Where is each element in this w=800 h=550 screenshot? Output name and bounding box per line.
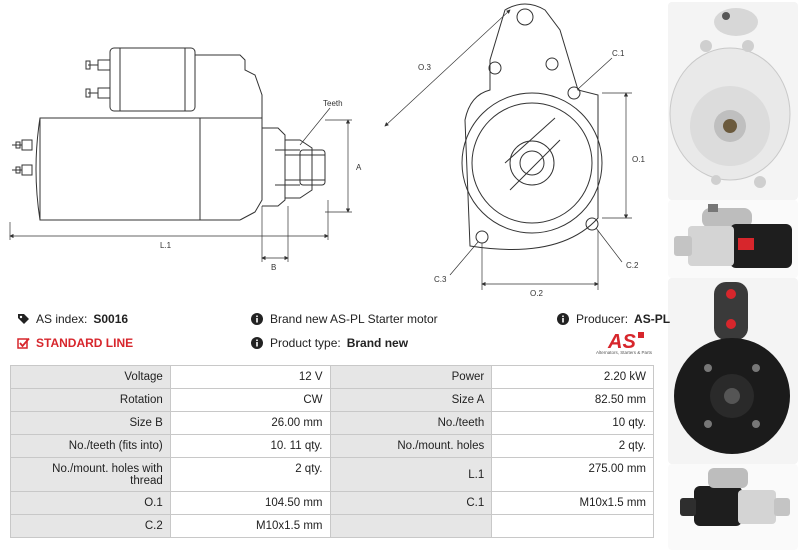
spec-value: 104.50 mm	[169, 491, 331, 515]
spec-label: C.2	[10, 514, 171, 538]
producer-value: AS-PL	[634, 312, 671, 326]
spec-label: Size A	[329, 388, 493, 412]
spec-label: No./mount. holes	[329, 434, 493, 458]
spec-value: 10. 11 qty.	[169, 434, 331, 458]
spec-label: L.1	[329, 457, 493, 492]
spec-value: 12 V	[169, 365, 331, 389]
dim-c2-label: C.2	[626, 261, 639, 270]
spec-value: M10x1.5 mm	[169, 514, 331, 538]
table-row: Voltage 12 V Power 2.20 kW	[10, 365, 654, 389]
side-view-dimensions	[9, 107, 352, 262]
spec-label: Rotation	[10, 388, 171, 412]
as-index-label: AS index:	[36, 312, 88, 326]
specifications-table: Voltage 12 V Power 2.20 kW Rotation CW S…	[10, 365, 654, 538]
as-index: AS index: S0016	[16, 312, 128, 326]
spec-value: 26.00 mm	[169, 411, 331, 435]
logo-text: AS	[607, 331, 636, 352]
table-row: Size B 26.00 mm No./teeth 10 qty.	[10, 411, 654, 435]
dim-c1-label: C.1	[612, 49, 625, 58]
technical-drawing: Teeth A B L.1 O.3 C.1 O.1 C.3 C.2 O.2	[9, 3, 645, 298]
producer-info: Producer: AS-PL	[556, 312, 670, 326]
spec-value: 2 qty.	[491, 434, 654, 458]
spec-label: No./teeth	[329, 411, 493, 435]
table-row: O.1 104.50 mm C.1 M10x1.5 mm	[10, 491, 654, 515]
info-icon	[556, 312, 570, 326]
spec-value: M10x1.5 mm	[491, 491, 654, 515]
spec-label: No./teeth (fits into)	[10, 434, 171, 458]
product-type-value: Brand new	[346, 336, 409, 350]
tag-icon	[16, 312, 30, 326]
dim-c3-label: C.3	[434, 275, 447, 284]
info-icon	[250, 336, 264, 350]
product-photo-front[interactable]	[668, 2, 798, 200]
table-row: No./teeth (fits into) 10. 11 qty. No./mo…	[10, 434, 654, 458]
standard-line: STANDARD LINE	[16, 336, 133, 350]
dim-b-label: B	[271, 263, 276, 272]
product-photo-top[interactable]	[668, 464, 798, 550]
spec-value: 10 qty.	[491, 411, 654, 435]
spec-label: No./mount. holes with thread	[10, 457, 171, 492]
checkbox-check-icon	[16, 336, 30, 350]
spec-label	[329, 514, 493, 538]
front-view-drawing	[461, 3, 603, 250]
table-row: No./mount. holes with thread 2 qty. L.1 …	[10, 457, 654, 492]
producer-label: Producer:	[576, 312, 629, 326]
dim-o2-label: O.2	[530, 289, 543, 298]
dim-a-label: A	[356, 163, 362, 172]
logo-tagline: Alternators, Starters & Parts	[595, 350, 653, 355]
spec-label: O.1	[10, 491, 171, 515]
product-photo-rear[interactable]	[668, 278, 798, 464]
dim-o1-label: O.1	[632, 155, 645, 164]
spec-value: 275.00 mm	[491, 457, 654, 492]
as-pl-logo: AS Alternators, Starters & Parts	[588, 328, 660, 358]
spec-value: 82.50 mm	[491, 388, 654, 412]
front-view-dimensions	[384, 9, 632, 290]
teeth-label: Teeth	[323, 99, 343, 108]
product-type: Product type: Brand new	[250, 336, 408, 350]
brand-info: Brand new AS-PL Starter motor	[250, 312, 438, 326]
dim-l1-label: L.1	[160, 241, 172, 250]
spec-value	[491, 514, 654, 538]
spec-value: 2.20 kW	[491, 365, 654, 389]
standard-line-label: STANDARD LINE	[36, 336, 134, 350]
spec-value: 2 qty.	[169, 457, 331, 492]
product-type-label: Product type:	[270, 336, 341, 350]
spec-label: C.1	[329, 491, 493, 515]
as-index-value: S0016	[93, 312, 129, 326]
product-photo-side[interactable]	[668, 200, 798, 278]
side-view-drawing	[12, 47, 326, 221]
info-icon	[250, 312, 264, 326]
dim-o3-label: O.3	[418, 63, 431, 72]
table-row: C.2 M10x1.5 mm	[10, 514, 654, 538]
spec-label: Size B	[10, 411, 171, 435]
spec-label: Voltage	[10, 365, 171, 389]
brand-text: Brand new AS-PL Starter motor	[270, 312, 438, 326]
spec-value: CW	[169, 388, 331, 412]
spec-label: Power	[329, 365, 493, 389]
table-row: Rotation CW Size A 82.50 mm	[10, 388, 654, 412]
